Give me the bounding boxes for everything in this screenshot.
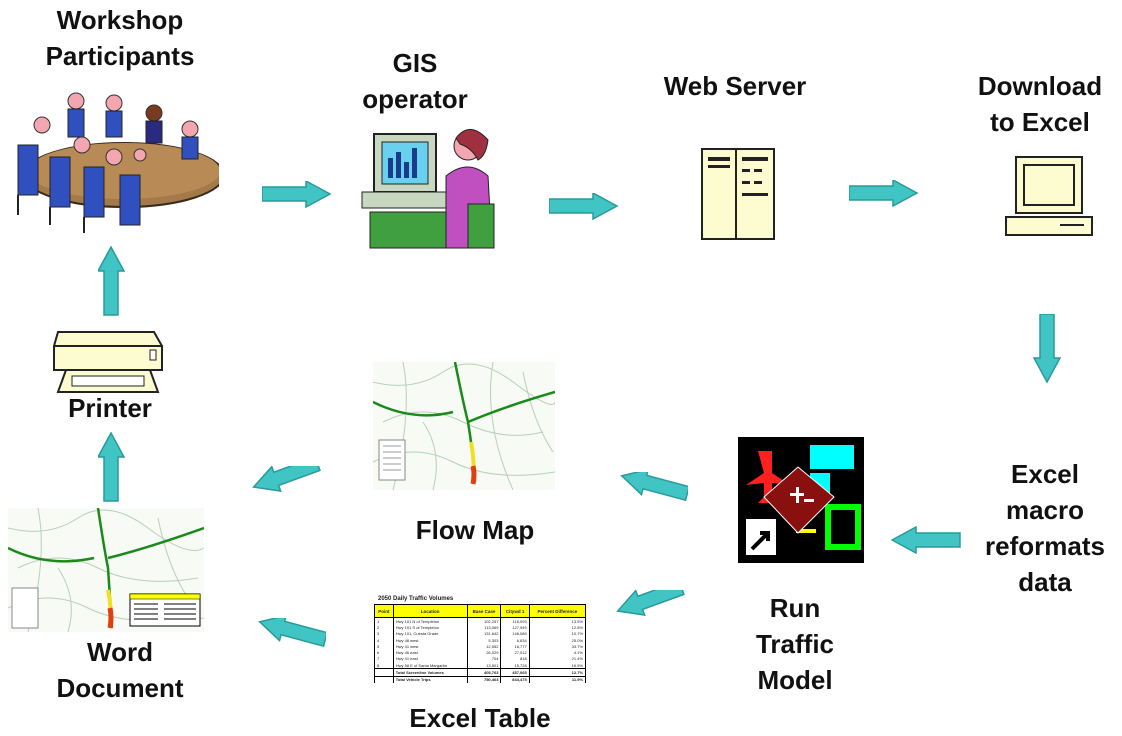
excel-table-image: 2050 Daily Traffic Volumes Point Locatio… bbox=[374, 596, 587, 700]
flow-map-label: Flow Map bbox=[415, 515, 535, 545]
excel-table-label: Excel Table bbox=[409, 703, 551, 733]
web-server-label: Web Server bbox=[663, 71, 807, 101]
word-document-image bbox=[8, 508, 204, 632]
excel-header-point: Point bbox=[374, 604, 394, 618]
arrow-webserver-to-download bbox=[849, 180, 918, 207]
arrow-download-to-macro bbox=[1033, 314, 1061, 383]
arrow-printer-to-workshop bbox=[98, 246, 125, 316]
arrow-gis-to-webserver bbox=[549, 193, 618, 220]
excel-header-citywd: Citywd 1 bbox=[500, 604, 530, 618]
arrow-flowmap-to-word bbox=[250, 466, 323, 501]
excel-table-title: 2050 Daily Traffic Volumes bbox=[378, 596, 454, 602]
arrow-word-to-printer bbox=[98, 432, 125, 502]
computer-icon bbox=[1004, 155, 1094, 239]
excel-header-percent: Percent Difference bbox=[528, 604, 587, 618]
printer-icon bbox=[50, 326, 166, 398]
meeting-table-icon bbox=[14, 85, 219, 235]
arrow-model-to-flowmap bbox=[617, 472, 688, 507]
web-server-icon bbox=[700, 147, 776, 241]
printer-label: Printer bbox=[68, 393, 152, 423]
excel-header-base: Base Case bbox=[466, 604, 502, 618]
arrow-model-to-exceltable bbox=[614, 590, 687, 625]
excel-table-grid: Point Location Base Case Citywd 1 Percen… bbox=[374, 604, 587, 683]
arrow-exceltable-to-word bbox=[255, 618, 326, 653]
arrow-macro-to-model bbox=[891, 526, 961, 554]
traffic-model-icon bbox=[738, 437, 864, 563]
excel-header-location: Location bbox=[392, 604, 468, 618]
gis-operator-icon bbox=[360, 120, 500, 252]
arrow-workshop-to-gis bbox=[262, 181, 331, 208]
flow-map-image bbox=[373, 362, 555, 490]
